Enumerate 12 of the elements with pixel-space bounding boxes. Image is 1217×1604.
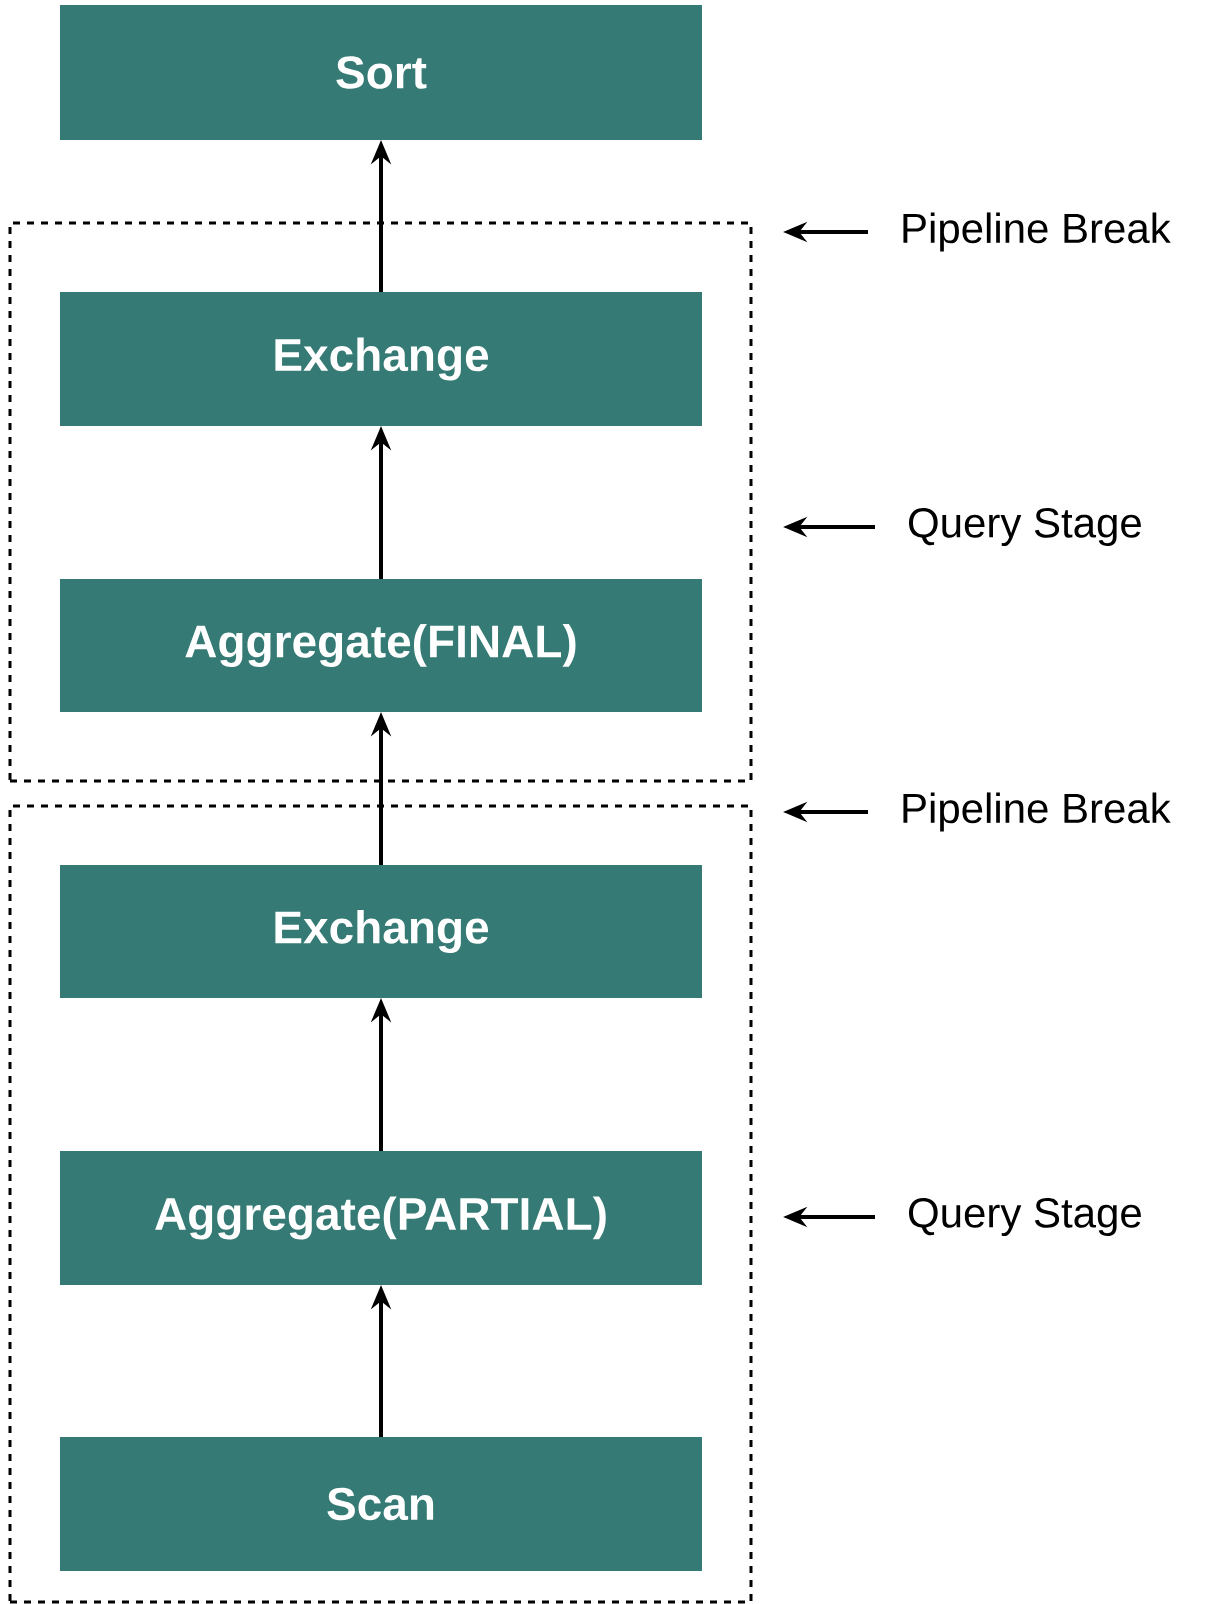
process-box: Aggregate(PARTIAL) [60, 1151, 702, 1285]
stage-label: Pipeline Break [903, 792, 1171, 832]
dashed-stage-box [8, 221, 753, 783]
process-box: Exchange [60, 865, 702, 998]
stage-label: Query Stage [909, 1198, 1141, 1237]
process-box: Aggregate(FINAL) [60, 579, 702, 712]
stage-label: Query Stage [909, 508, 1141, 547]
process-box: Sort [60, 5, 702, 140]
process-box: Scan [60, 1437, 702, 1571]
process-box: Exchange [60, 292, 702, 426]
stage-label: Pipeline Break [903, 212, 1171, 252]
dashed-stage-box [8, 804, 753, 1604]
